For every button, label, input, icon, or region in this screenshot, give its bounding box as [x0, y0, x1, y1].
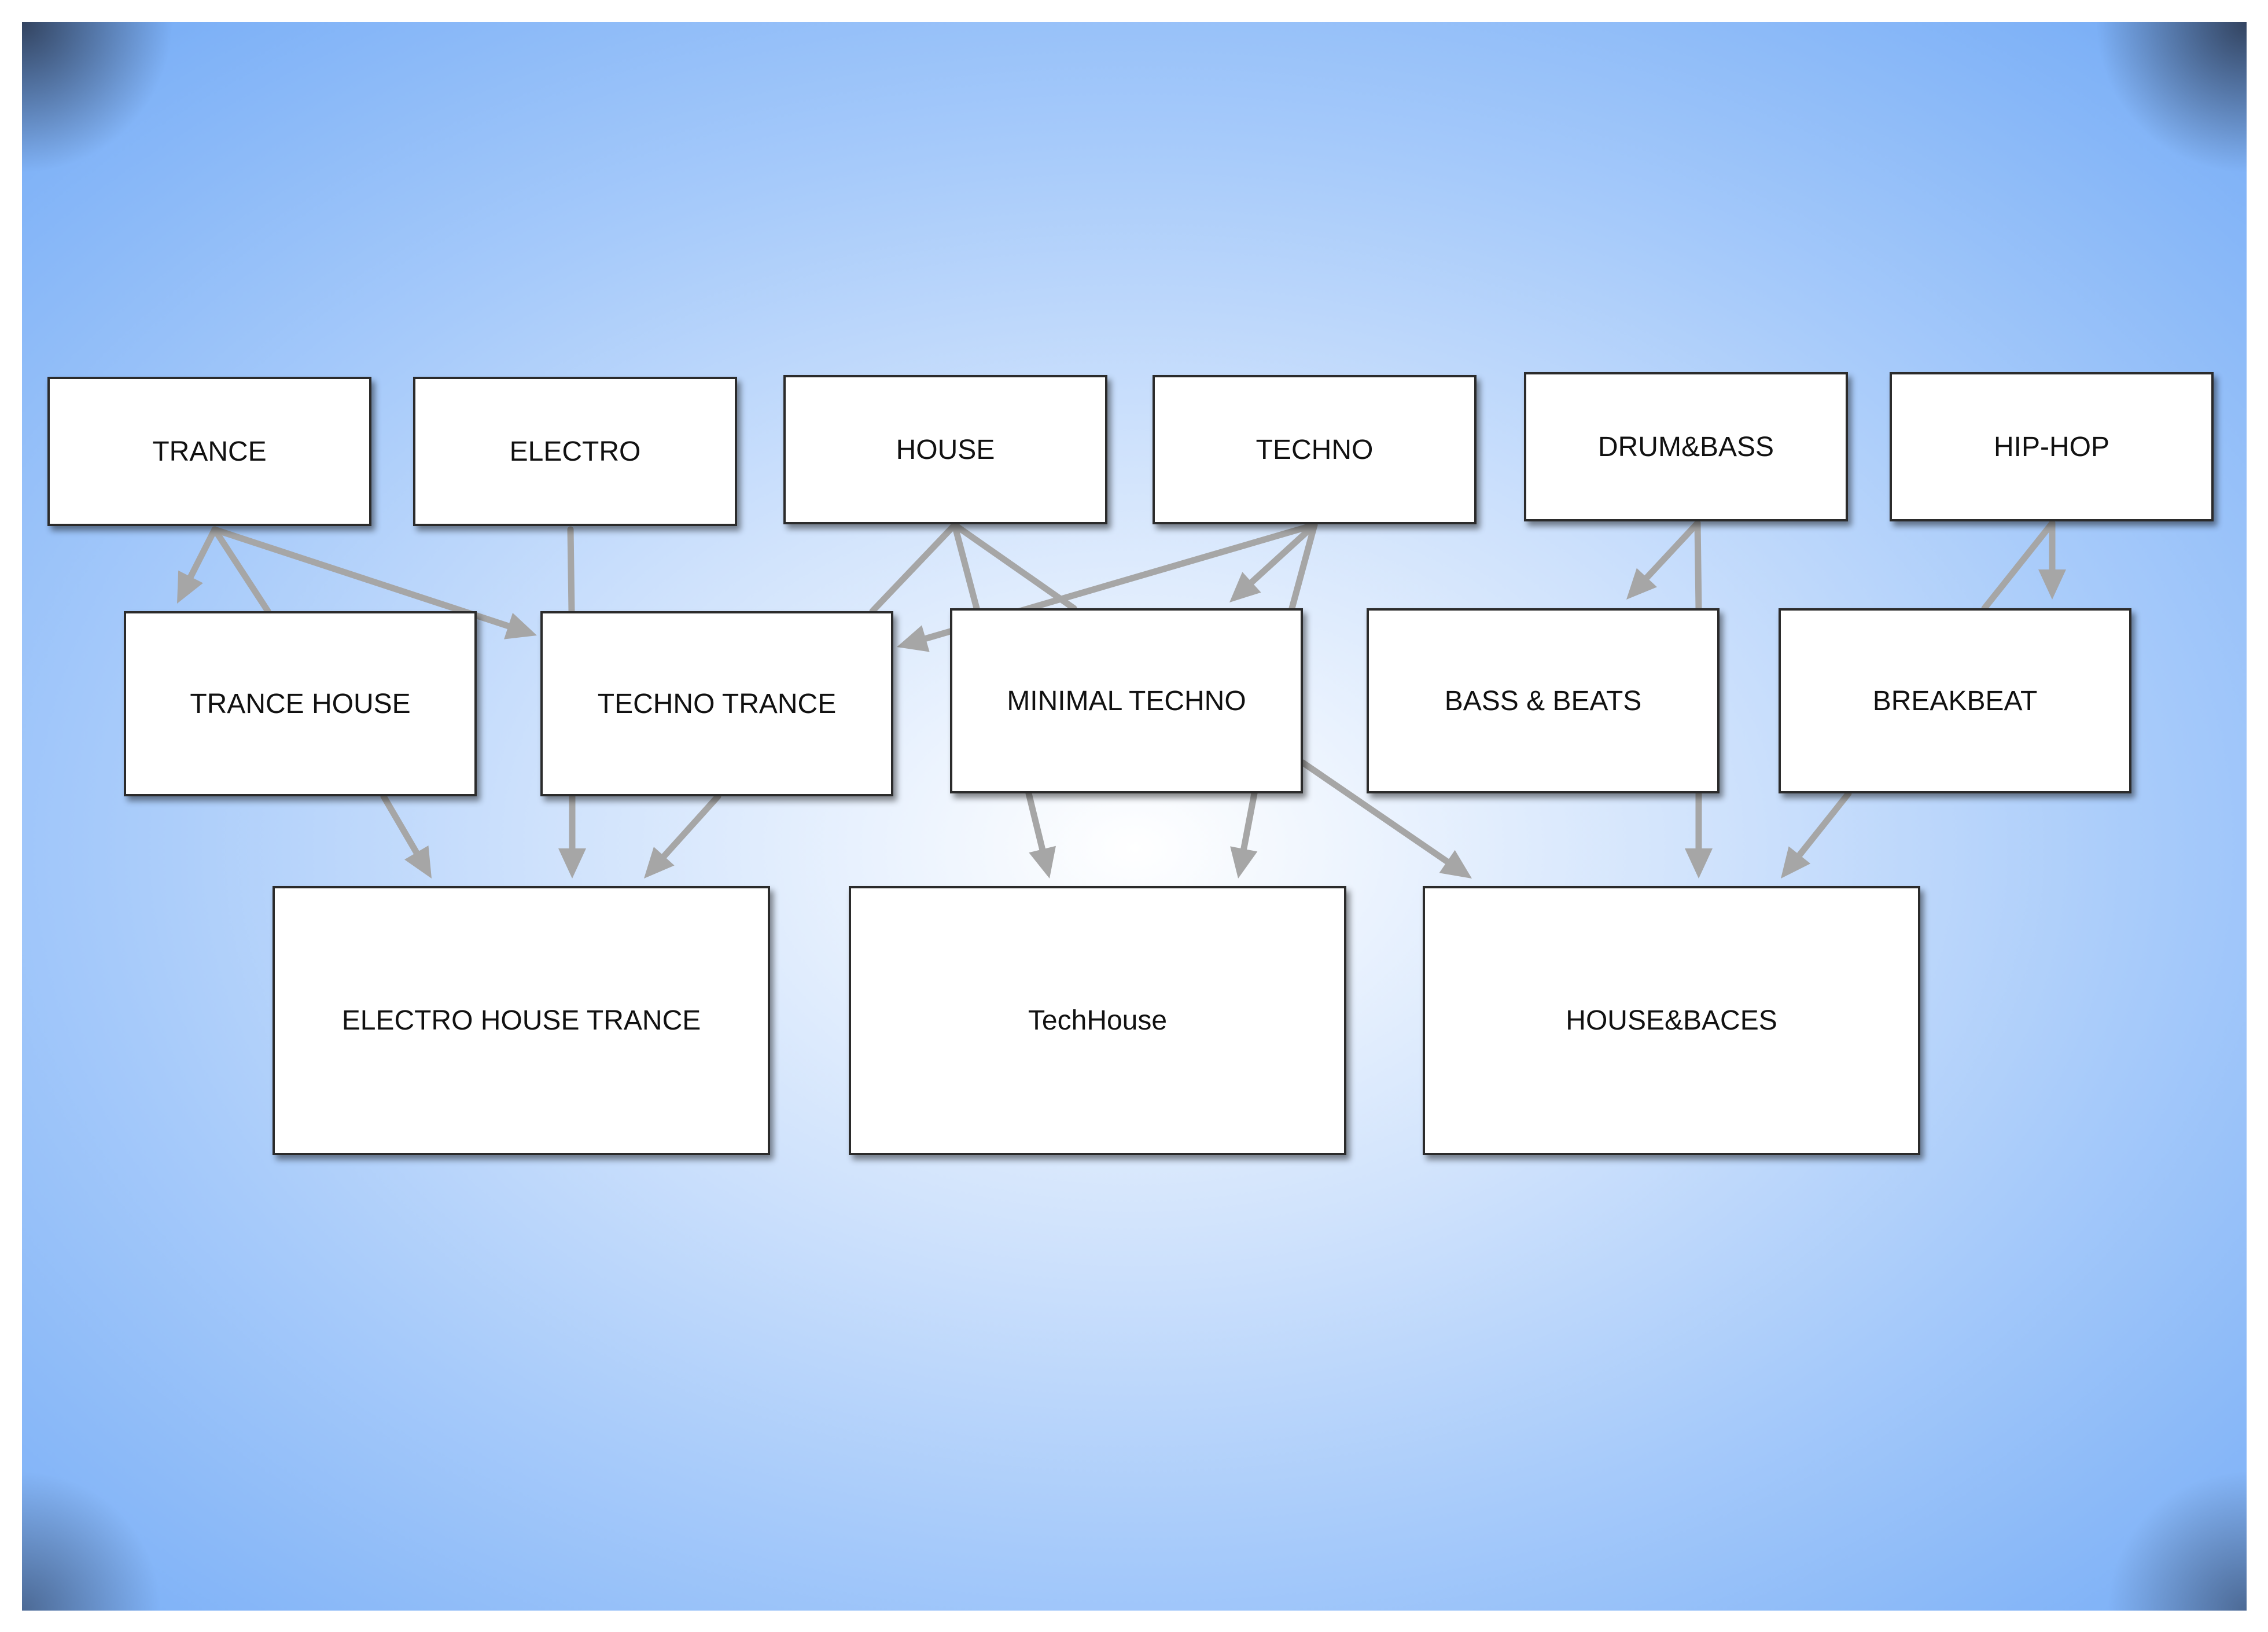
arrowhead-minimal_techno-to-techhouse	[1230, 846, 1258, 879]
connector-layer	[177, 520, 2066, 879]
connector-breakbeat-to-house_baces	[1792, 790, 1852, 863]
node-house-baces[interactable]: HOUSE&BACES	[1423, 886, 1920, 1155]
node-hip-hop[interactable]: HIP-HOP	[1890, 372, 2214, 521]
node-breakbeat[interactable]: BREAKBEAT	[1779, 608, 2131, 793]
node-techno-trance[interactable]: TECHNO TRANCE	[540, 611, 893, 796]
connector-electro-to-techno_trance	[567, 526, 575, 615]
arrowhead-techno_trance-to-electro_house_trance	[558, 848, 586, 879]
connector-drum_bass-to-bass_beats	[1639, 520, 1701, 586]
connector-minimal_techno-to-techhouse	[1239, 790, 1258, 858]
node-minimal-techno[interactable]: MINIMAL TECHNO	[950, 608, 1303, 793]
node-drum-bass[interactable]: DRUM&BASS	[1524, 372, 1848, 521]
node-bass-beats[interactable]: BASS & BEATS	[1367, 608, 1720, 793]
node-trance[interactable]: TRANCE	[47, 377, 371, 526]
node-techhouse[interactable]: TechHouse	[849, 886, 1346, 1155]
connector-trance-to-trance_house	[185, 526, 218, 586]
node-techno[interactable]: TECHNO	[1153, 375, 1477, 524]
connector-minimal_techno-to-techhouse	[1025, 790, 1047, 859]
connector-house-to-techno_trance	[869, 521, 958, 615]
node-electro[interactable]: ELECTRO	[413, 377, 737, 526]
connector-drum_bass-to-bass_beats	[1694, 520, 1702, 612]
arrowhead-techno-to-techno_trance	[897, 625, 930, 652]
connector-hip_hop-to-breakbeat	[1981, 520, 2056, 612]
arrowhead-minimal_techno-to-house_baces	[1439, 850, 1472, 879]
arrowhead-bass_beats-to-house_baces	[1685, 848, 1713, 879]
arrowhead-minimal_techno-to-techhouse	[1029, 846, 1056, 879]
connector-techno_trance-to-electro_house_trance	[657, 793, 721, 864]
node-electro-house-trance[interactable]: ELECTRO HOUSE TRANCE	[273, 886, 770, 1155]
arrowhead-trance-to-techno_trance	[504, 612, 537, 639]
arrowhead-hip_hop-to-breakbeat	[2038, 569, 2066, 600]
node-trance-house[interactable]: TRANCE HOUSE	[124, 611, 477, 796]
node-house[interactable]: HOUSE	[783, 375, 1107, 524]
connector-trance_house-to-electro_house_trance	[380, 793, 423, 861]
diagram-canvas: TRANCE ELECTRO HOUSE TECHNO DRUM&BASS HI…	[22, 22, 2247, 1611]
